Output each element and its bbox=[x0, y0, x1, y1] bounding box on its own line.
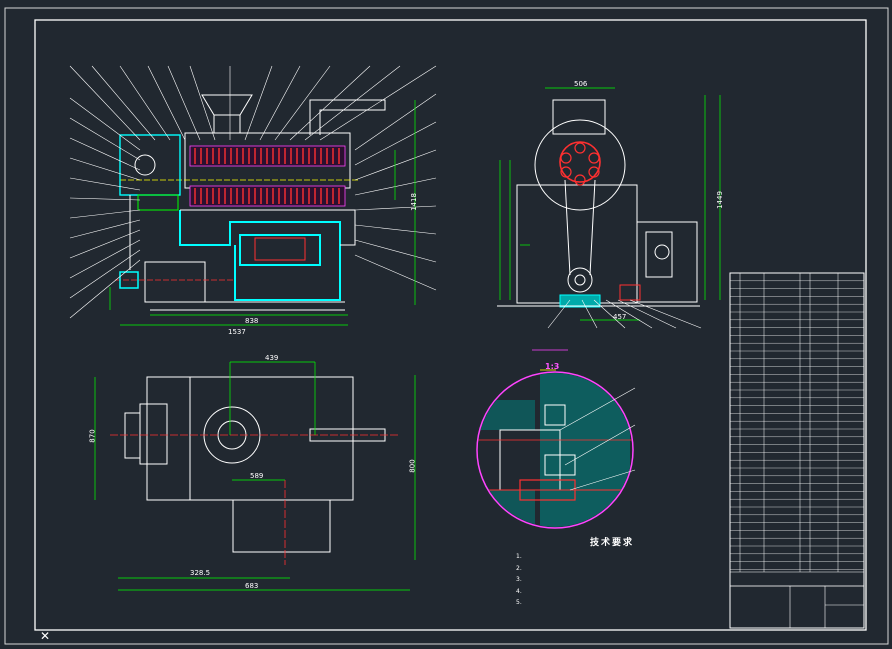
tech-requirements-list: 1. 2. 3. 4. 5. bbox=[516, 551, 522, 609]
dim-plan-mid: 589 bbox=[250, 472, 264, 480]
dim-side-top: 506 bbox=[574, 80, 588, 88]
dim-plan-top: 439 bbox=[265, 354, 279, 362]
dim-side-width: 457 bbox=[613, 313, 627, 321]
cross-mark: ✕ bbox=[40, 629, 50, 643]
inlet-pipe bbox=[309, 99, 386, 135]
tech-note-4: 4. bbox=[516, 587, 522, 595]
side-view bbox=[497, 87, 721, 329]
dim-plan-bottom2: 683 bbox=[245, 582, 259, 590]
dim-plan-bottom1: 328.5 bbox=[190, 569, 211, 577]
dim-front-inner: 838 bbox=[245, 317, 259, 325]
hopper bbox=[201, 94, 253, 116]
detail-view bbox=[476, 349, 636, 529]
tech-note-2: 2. bbox=[516, 564, 522, 572]
dim-side-height: 1449 bbox=[715, 191, 724, 209]
inner-frame bbox=[34, 19, 867, 631]
hopper-neck bbox=[213, 114, 241, 134]
parts-list bbox=[729, 272, 865, 629]
outer-frame bbox=[4, 7, 889, 645]
dim-front-height: 1418 bbox=[409, 193, 418, 211]
dim-plan-left: 870 bbox=[88, 429, 97, 443]
lower-housing bbox=[179, 210, 341, 301]
tech-note-3: 3. bbox=[516, 576, 522, 583]
tech-requirements-title: 技术要求 bbox=[590, 538, 635, 548]
detail-scale: 1:3 bbox=[545, 362, 560, 371]
gearbox bbox=[239, 234, 321, 266]
motor bbox=[144, 261, 206, 303]
dim-front-width: 1537 bbox=[228, 328, 246, 336]
tech-note-1: 1. bbox=[516, 553, 522, 560]
tech-note-5: 5. bbox=[516, 599, 522, 606]
dim-plan-right: 800 bbox=[408, 459, 417, 473]
front-view bbox=[69, 65, 437, 326]
plan-view bbox=[94, 361, 416, 591]
